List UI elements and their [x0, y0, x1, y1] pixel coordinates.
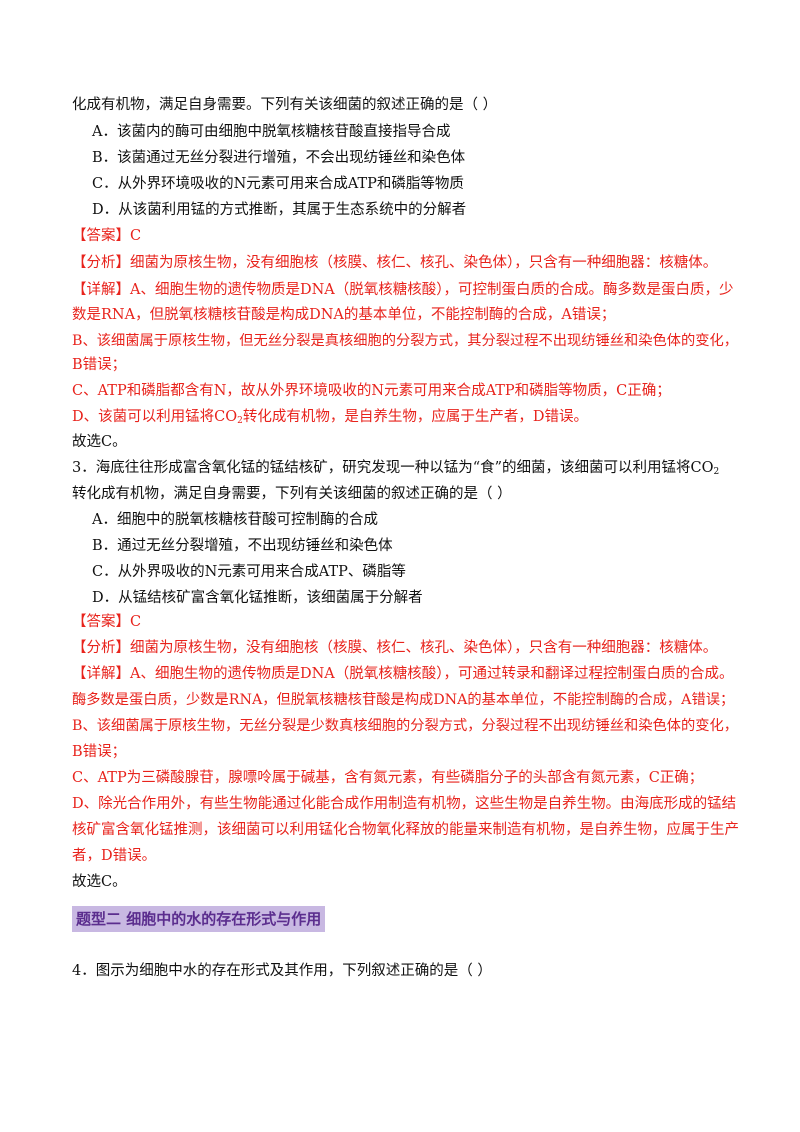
- q2-detail-d-sub: 2: [237, 416, 243, 426]
- q2-detail-line: C、ATP和磷脂都含有N，故从外界环境吸收的N元素可用来合成ATP和磷脂等物质，…: [72, 383, 671, 399]
- q2-detail-line: B错误；: [72, 357, 127, 373]
- q3-option-d: D．从锰结核矿富含氧化锰推断，该细菌属于分解者: [92, 590, 423, 606]
- q3-detail-line: B错误；: [72, 744, 127, 760]
- section-title: 题型二 细胞中的水的存在形式与作用: [72, 906, 326, 932]
- q2-analysis: 【分析】细菌为原核生物，没有细胞核（核膜、核仁、核孔、染色体），只含有一种细胞器…: [72, 255, 718, 271]
- q3-answer: 【答案】C: [72, 614, 142, 630]
- q3-stem-pre: 3．海底往往形成富含氧化锰的锰结核矿，研究发现一种以锰为“食”的细菌，该细菌可以…: [72, 460, 714, 476]
- q3-stem-sub: 2: [713, 467, 720, 477]
- q3-stem: 3．海底往往形成富含氧化锰的锰结核矿，研究发现一种以锰为“食”的细菌，该细菌可以…: [72, 458, 719, 478]
- q2-detail-d-post: 转化成有机物，是自养生物，应属于生产者，D错误。: [242, 409, 588, 425]
- q3-detail-line: B、该细菌属于原核生物，无丝分裂是少数真核细胞的分裂方式，分裂过程不出现纺锤丝和…: [72, 718, 738, 734]
- q4-stem: 4．图示为细胞中水的存在形式及其作用，下列叙述正确的是（ ）: [72, 963, 492, 979]
- q3-option-c: C．从外界吸收的N元素可用来合成ATP、磷脂等: [92, 564, 406, 580]
- q3-conclusion: 故选C。: [72, 874, 127, 890]
- q3-detail-line: 【详解】A、细胞生物的遗传物质是DNA（脱氧核糖核酸），可通过转录和翻译过程控制…: [72, 666, 734, 682]
- q3-detail-line: 者，D错误。: [72, 848, 157, 864]
- q3-option-a: A．细胞中的脱氧核糖核苷酸可控制酶的合成: [92, 512, 378, 528]
- q2-detail-d-pre: D、该菌可以利用锰将CO: [72, 409, 238, 425]
- q3-detail-line: 酶多数是蛋白质，少数是RNA，但脱氧核糖核苷酸是构成DNA的基本单位，不能控制酶…: [72, 692, 735, 708]
- q2-option-a: A．该菌内的酶可由细胞中脱氧核糖核苷酸直接指导合成: [92, 124, 451, 140]
- q2-option-b: B．该菌通过无丝分裂进行增殖，不会出现纺锤丝和染色体: [92, 150, 466, 166]
- q3-option-b: B．通过无丝分裂增殖，不出现纺锤丝和染色体: [92, 538, 393, 554]
- q3-stem-line2: 转化成有机物，满足自身需要，下列有关该细菌的叙述正确的是（ ）: [72, 486, 512, 502]
- q3-detail-line: C、ATP为三磷酸腺苷，腺嘌呤属于碱基，含有氮元素，有些磷脂分子的头部含有氮元素…: [72, 770, 704, 786]
- q2-answer: 【答案】C: [72, 228, 142, 244]
- q2-option-c: C．从外界环境吸收的N元素可用来合成ATP和磷脂等物质: [92, 176, 464, 192]
- q2-stem: 化成有机物，满足自身需要。下列有关该细菌的叙述正确的是（ ）: [72, 97, 498, 113]
- q2-detail-line: 数是RNA，但脱氧核糖核苷酸是构成DNA的基本单位，不能控制酶的合成，A错误；: [72, 307, 616, 323]
- q3-analysis: 【分析】细菌为原核生物，没有细胞核（核膜、核仁、核孔、染色体），只含有一种细胞器…: [72, 640, 718, 656]
- q3-detail-line: 核矿富含氧化锰推测，该细菌可以利用锰化合物氧化释放的能量来制造有机物，是自养生物…: [72, 822, 739, 838]
- q2-detail-line: 【详解】A、细胞生物的遗传物质是DNA（脱氧核糖核酸），可控制蛋白质的合成。酶多…: [72, 282, 734, 298]
- q2-option-d: D．从该菌利用锰的方式推断，其属于生态系统中的分解者: [92, 202, 467, 218]
- q2-detail-d: D、该菌可以利用锰将CO2转化成有机物，是自养生物，应属于生产者，D错误。: [72, 407, 588, 427]
- q3-detail-line: D、除光合作用外，有些生物能通过化能合成作用制造有机物，这些生物是自养生物。由海…: [72, 796, 737, 812]
- q2-conclusion: 故选C。: [72, 434, 127, 450]
- q2-detail-line: B、该细菌属于原核生物，但无丝分裂是真核细胞的分裂方式，其分裂过程不出现纺锤丝和…: [72, 333, 738, 349]
